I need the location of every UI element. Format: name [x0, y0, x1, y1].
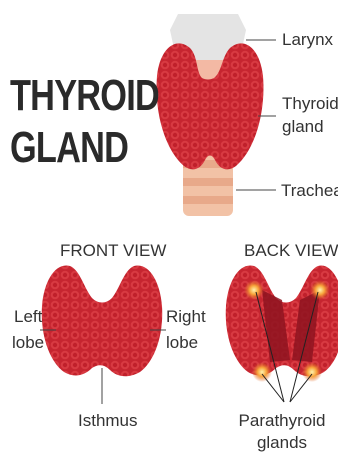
front-view-heading: FRONT VIEW — [60, 240, 166, 261]
title-line-2: GLAND — [10, 126, 128, 170]
parathyroid-gland — [310, 280, 330, 300]
parathyroid-gland — [252, 362, 272, 382]
right-lobe-label-line-2: lobe — [166, 332, 198, 353]
thyroid-label-line-1: Thyroid — [282, 93, 338, 114]
trachea-label: Trachea — [281, 180, 338, 201]
parathyroid-gland — [244, 280, 264, 300]
parathyroid-label-line-2: glands — [226, 432, 338, 453]
right-lobe-label-line-1: Right — [166, 306, 206, 327]
left-lobe-label-line-2: lobe — [12, 332, 44, 353]
front-view-gland — [42, 265, 163, 376]
thyroid-label-line-2: gland — [282, 116, 324, 137]
larynx-label: Larynx — [282, 29, 333, 50]
left-lobe-label-line-1: Left — [14, 306, 42, 327]
isthmus-label: Isthmus — [78, 410, 138, 431]
parathyroid-gland — [302, 362, 322, 382]
back-view-heading: BACK VIEW — [244, 240, 338, 261]
title-line-1: THYROID — [10, 74, 159, 118]
main-gland-illustration — [157, 14, 264, 216]
parathyroid-label-line-1: Parathyroid — [226, 410, 338, 431]
